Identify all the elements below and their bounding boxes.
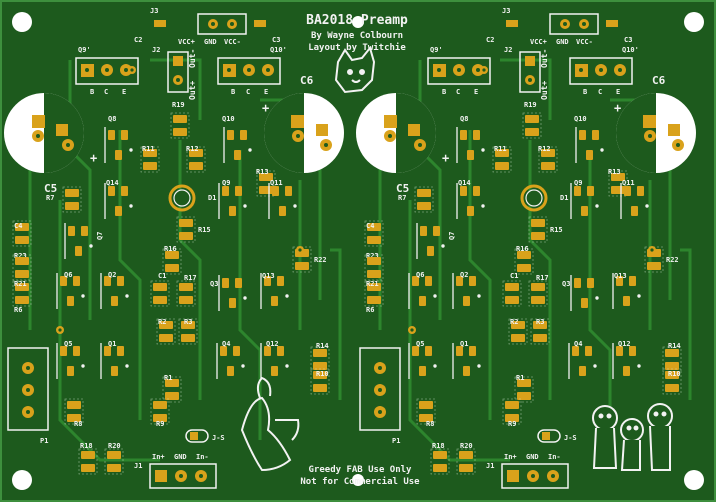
svg-text:Q1: Q1 xyxy=(108,340,116,348)
label-q10p: Q10' xyxy=(270,46,287,54)
board-layout-credit: Layout by Twitchie xyxy=(308,42,406,53)
svg-text:R18: R18 xyxy=(80,442,93,450)
svg-text:R2: R2 xyxy=(158,318,166,326)
mount-hole xyxy=(352,16,364,28)
svg-text:Q6: Q6 xyxy=(64,271,72,279)
board-author: By Wayne Colbourn xyxy=(311,31,403,41)
footer-line-1: Greedy FAB Use Only xyxy=(309,465,413,475)
svg-text:R14: R14 xyxy=(316,342,329,350)
svg-text:R9: R9 xyxy=(156,420,164,428)
label-c5: C5 xyxy=(44,182,57,195)
svg-text:B: B xyxy=(231,88,235,96)
svg-text:R8: R8 xyxy=(74,420,82,428)
svg-text:Q12: Q12 xyxy=(266,340,279,348)
svg-text:B: B xyxy=(90,88,94,96)
svg-text:GND: GND xyxy=(174,453,187,461)
p1-header xyxy=(7,347,49,431)
svg-text:R7: R7 xyxy=(46,194,54,202)
svg-text:R11: R11 xyxy=(142,145,155,153)
label-out-plus: Out+ xyxy=(188,81,197,100)
svg-text:R22: R22 xyxy=(314,256,327,264)
svg-text:R19: R19 xyxy=(172,101,185,109)
svg-text:J1: J1 xyxy=(134,462,142,470)
svg-text:C: C xyxy=(246,88,250,96)
mounting-holes xyxy=(12,12,704,490)
svg-text:In-: In- xyxy=(196,453,209,461)
mount-hole xyxy=(684,470,704,490)
svg-text:R21: R21 xyxy=(14,280,27,288)
svg-text:E: E xyxy=(264,88,268,96)
svg-text:+: + xyxy=(90,151,97,165)
svg-text:R1: R1 xyxy=(164,374,172,382)
svg-text:R3: R3 xyxy=(184,318,192,326)
svg-text:Q5: Q5 xyxy=(64,340,72,348)
svg-text:Q8: Q8 xyxy=(108,115,116,123)
label-gnd: GND xyxy=(204,38,217,46)
label-j2: J2 xyxy=(152,46,160,54)
svg-text:D1: D1 xyxy=(208,194,216,202)
svg-text:J-S: J-S xyxy=(212,434,225,442)
svg-text:R15: R15 xyxy=(198,226,211,234)
svg-text:C: C xyxy=(104,88,108,96)
svg-text:R13: R13 xyxy=(256,168,269,176)
svg-text:R23: R23 xyxy=(14,252,27,260)
svg-text:P1: P1 xyxy=(40,437,48,445)
svg-text:R20: R20 xyxy=(108,442,121,450)
svg-text:C4: C4 xyxy=(14,222,22,230)
label-j3: J3 xyxy=(150,7,158,15)
mount-hole xyxy=(12,470,32,490)
drawn-figure-logo xyxy=(240,376,300,472)
svg-text:R17: R17 xyxy=(184,274,197,282)
j3-header-outline xyxy=(197,13,247,35)
channel-left: J3 C2 C3 VCC+ GND VCC- J2 Out+ Out- Q9' … xyxy=(4,7,344,489)
footer-line-2: Not for Commercial Use xyxy=(300,476,420,487)
svg-text:R16: R16 xyxy=(164,245,177,253)
svg-text:Q7: Q7 xyxy=(96,232,104,240)
label-c6: C6 xyxy=(300,74,314,87)
mount-hole xyxy=(352,474,364,486)
label-vccp: VCC+ xyxy=(178,38,195,46)
svg-text:In+: In+ xyxy=(152,453,165,461)
svg-text:Q10: Q10 xyxy=(222,115,235,123)
label-c3: C3 xyxy=(272,36,280,44)
label-q9p: Q9' xyxy=(78,46,91,54)
svg-text:Q11: Q11 xyxy=(270,179,283,187)
svg-text:Q2: Q2 xyxy=(108,271,116,279)
svg-text:Q14: Q14 xyxy=(106,179,119,187)
svg-text:Q13: Q13 xyxy=(262,272,275,280)
svg-text:R12: R12 xyxy=(186,145,199,153)
svg-text:R10: R10 xyxy=(316,370,329,378)
svg-text:Q4: Q4 xyxy=(222,340,230,348)
svg-text:E: E xyxy=(122,88,126,96)
svg-text:Q9: Q9 xyxy=(222,179,230,187)
label-vccm: VCC- xyxy=(224,38,241,46)
board-title: BA2018 Preamp xyxy=(306,13,408,28)
mount-hole xyxy=(684,12,704,32)
svg-text:R6: R6 xyxy=(14,306,22,314)
svg-text:Q3: Q3 xyxy=(210,280,218,288)
forest-spirit-logo xyxy=(592,403,673,471)
mount-hole xyxy=(12,12,32,32)
svg-text:+: + xyxy=(262,101,269,115)
svg-text:C1: C1 xyxy=(158,272,166,280)
label-out-minus: Out- xyxy=(188,49,197,68)
cat-mascot-logo xyxy=(334,45,376,94)
label-c2: C2 xyxy=(134,36,142,44)
